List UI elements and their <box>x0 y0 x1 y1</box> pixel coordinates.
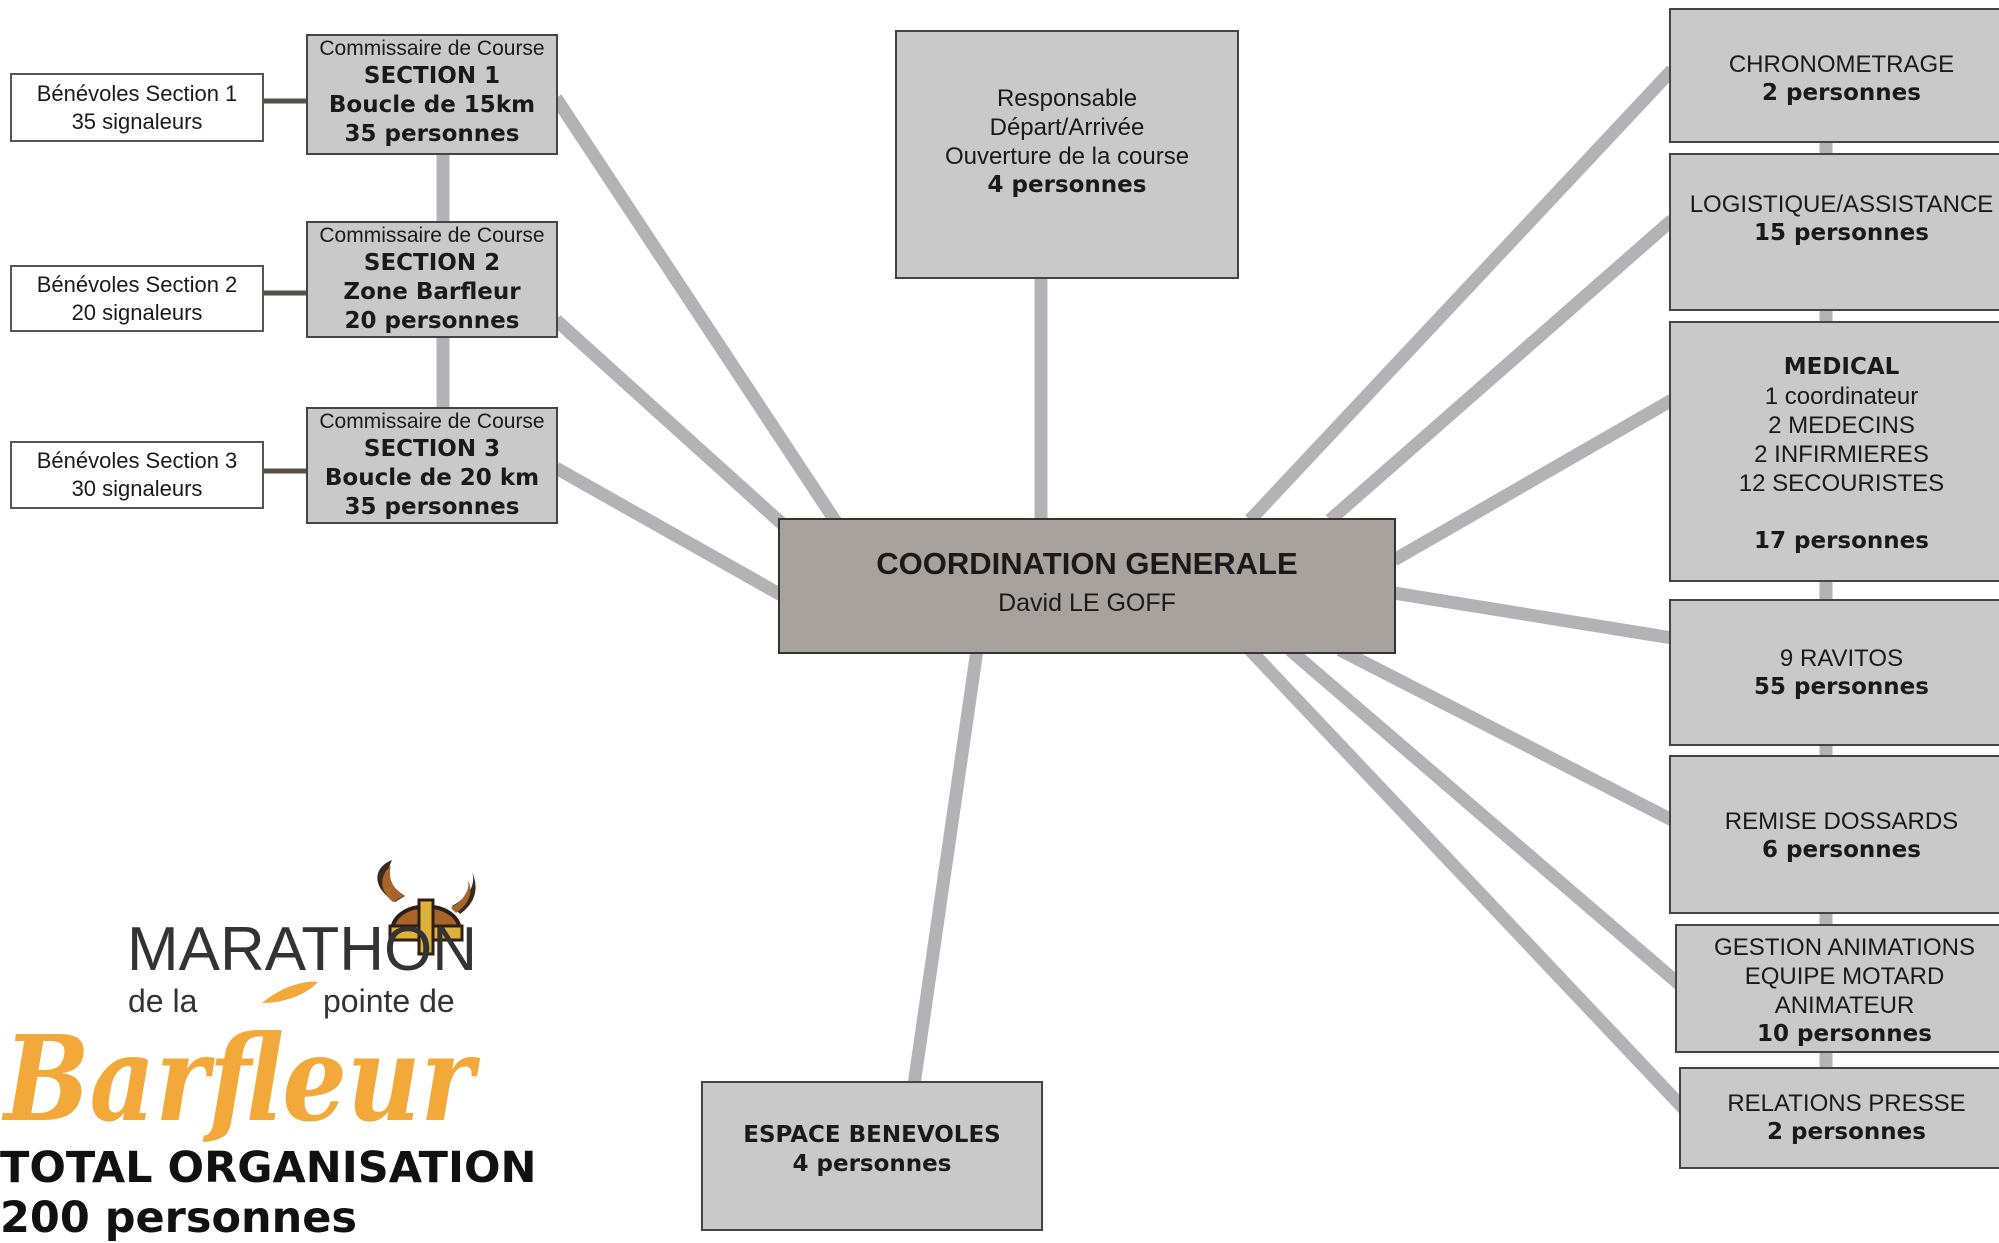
connector-section1 <box>550 94 846 532</box>
animations-line3: ANIMATEUR <box>1774 992 1915 1019</box>
espace-count: 4 personnes <box>792 1151 952 1177</box>
coordination-name: David LE GOFF <box>998 589 1176 617</box>
logo-swoosh <box>262 981 318 1003</box>
animations-box: GESTION ANIMATIONS EQUIPE MOTARD ANIMATE… <box>1675 924 1999 1053</box>
coordination-title: COORDINATION GENERALE <box>876 546 1298 581</box>
connector-medical <box>1390 394 1676 566</box>
connector-animations <box>1285 645 1685 990</box>
total-count: 200 personnes <box>0 1193 357 1243</box>
ravitos-title: 9 RAVITOS <box>1779 645 1904 672</box>
logo-barfleur: Barfleur <box>1 1009 480 1148</box>
responsable-line3: Ouverture de la course <box>944 143 1190 170</box>
animations-count: 10 personnes <box>1757 1021 1932 1047</box>
dossards-title: REMISE DOSSARDS <box>1724 808 1959 835</box>
section-detail: Zone Barfleur <box>343 279 521 305</box>
coordination-box: COORDINATION GENERALE David LE GOFF <box>778 518 1396 654</box>
logistique-box: LOGISTIQUE/ASSISTANCE 15 personnes <box>1669 153 1999 311</box>
logistique-title: LOGISTIQUE/ASSISTANCE <box>1689 191 1994 218</box>
presse-box: RELATIONS PRESSE 2 personnes <box>1679 1067 1999 1169</box>
presse-count: 2 personnes <box>1767 1119 1926 1145</box>
section-title: SECTION 1 <box>363 63 501 89</box>
responsable-line1: Responsable <box>996 85 1138 112</box>
section-role: Commissaire de Course <box>319 224 545 247</box>
total-label: TOTAL ORGANISATION <box>0 1143 537 1193</box>
section-role: Commissaire de Course <box>319 37 545 60</box>
medical-line1: 1 coordinateur <box>1764 383 1919 410</box>
volunteers-label: Bénévoles Section 3 <box>36 448 238 473</box>
chrono-title: CHRONOMETRAGE <box>1728 51 1955 78</box>
marathon-barfleur-logo: MARATHON de la pointe de Barfleur <box>1 860 481 1148</box>
section-3-box: Commissaire de Course SECTION 3 Boucle d… <box>306 407 558 524</box>
volunteers-count: 35 signaleurs <box>71 108 203 134</box>
viking-helmet-icon <box>377 860 476 956</box>
volunteers-label: Bénévoles Section 2 <box>36 271 238 297</box>
responsable-line2: Départ/Arrivée <box>989 114 1145 141</box>
connector-section2 <box>551 315 805 545</box>
volunteers-label: Bénévoles Section 1 <box>36 80 238 106</box>
chronometrage-box: CHRONOMETRAGE 2 personnes <box>1669 8 1999 143</box>
medical-title: MEDICAL <box>1783 354 1900 380</box>
total-organisation: TOTAL ORGANISATION 200 personnes <box>0 1143 537 1243</box>
volunteers-section-2: Bénévoles Section 2 20 signaleurs <box>10 265 264 332</box>
section-title: SECTION 2 <box>363 250 501 276</box>
logo-marathon: MARATHON <box>127 915 477 984</box>
section-title: SECTION 3 <box>363 436 501 462</box>
medical-line2: 2 MEDECINS <box>1768 412 1915 439</box>
medical-box: MEDICAL 1 coordinateur 2 MEDECINS 2 INFI… <box>1669 321 1999 582</box>
connector-logistique <box>1325 215 1677 525</box>
section-count: 35 personnes <box>344 494 520 520</box>
medical-count: 17 personnes <box>1754 528 1929 554</box>
section-count: 20 personnes <box>344 308 520 334</box>
connector-ravitos <box>1392 586 1674 645</box>
animations-line1: GESTION ANIMATIONS <box>1714 934 1975 961</box>
logo-de-la: de la <box>128 983 198 1019</box>
ravitos-count: 55 personnes <box>1754 674 1929 700</box>
section-detail: Boucle de 15km <box>328 92 536 118</box>
espace-title: ESPACE BENEVOLES <box>743 1122 1001 1148</box>
medical-line4: 12 SECOURISTES <box>1738 470 1945 497</box>
volunteers-count: 20 signaleurs <box>71 299 203 325</box>
animations-line2: EQUIPE MOTARD <box>1744 963 1945 990</box>
connector-presse <box>1245 645 1690 1115</box>
connector-dossards <box>1337 644 1675 826</box>
ravitos-box: 9 RAVITOS 55 personnes <box>1669 599 1999 746</box>
espace-benevoles-box: ESPACE BENEVOLES 4 personnes <box>701 1081 1043 1231</box>
responsable-count: 4 personnes <box>987 172 1147 198</box>
connector-chrono <box>1245 65 1677 525</box>
section-1-box: Commissaire de Course SECTION 1 Boucle d… <box>306 34 558 155</box>
volunteers-section-3: Bénévoles Section 3 30 signaleurs <box>10 441 264 509</box>
section-detail: Boucle de 20 km <box>324 465 540 491</box>
logo-pointe-de: pointe de <box>323 983 455 1019</box>
volunteers-count: 30 signaleurs <box>71 476 203 501</box>
presse-title: RELATIONS PRESSE <box>1727 1090 1966 1117</box>
section-role: Commissaire de Course <box>319 410 545 433</box>
chrono-count: 2 personnes <box>1762 80 1921 106</box>
logistique-count: 15 personnes <box>1754 220 1929 246</box>
responsable-box: Responsable Départ/Arrivée Ouverture de … <box>895 30 1239 279</box>
connector-section3 <box>552 462 794 606</box>
dossards-count: 6 personnes <box>1762 837 1921 863</box>
connector-espace <box>907 649 984 1086</box>
volunteers-section-1: Bénévoles Section 1 35 signaleurs <box>10 73 264 142</box>
section-count: 35 personnes <box>344 121 520 147</box>
section-2-box: Commissaire de Course SECTION 2 Zone Bar… <box>306 221 558 338</box>
medical-line3: 2 INFIRMIERES <box>1754 441 1929 468</box>
dossards-box: REMISE DOSSARDS 6 personnes <box>1669 755 1999 914</box>
